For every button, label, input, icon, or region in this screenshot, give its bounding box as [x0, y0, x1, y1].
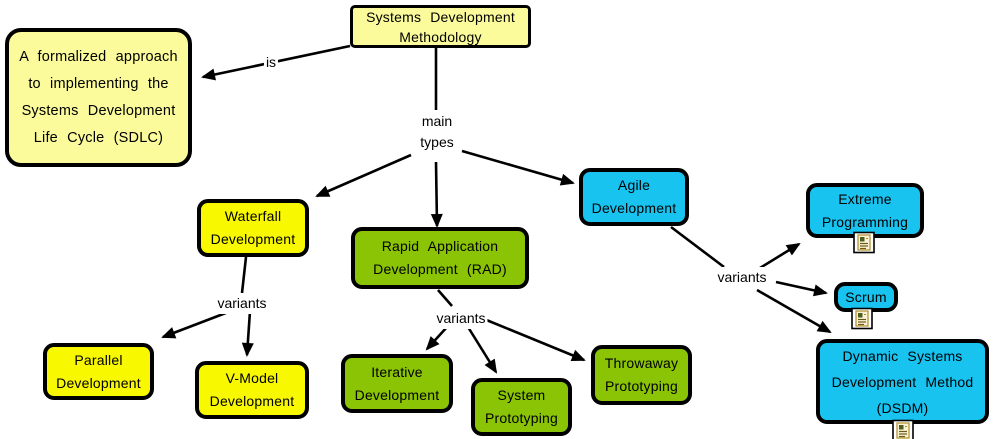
linking-phrase-is[interactable]: is — [263, 52, 279, 73]
node-agile-development[interactable]: Agile Development — [579, 168, 689, 226]
arrow-variants-to-vmodel — [241, 310, 254, 357]
node-rapid-application-development[interactable]: Rapid Application Development (RAD) — [351, 227, 529, 289]
node-systems-development-methodology[interactable]: Systems Development Methodology — [350, 5, 531, 48]
node-throwaway-prototyping[interactable]: Throwaway Prototyping — [591, 345, 692, 405]
line-agile-to-variants — [670, 225, 725, 269]
resource-icon[interactable] — [851, 307, 873, 330]
resource-icon[interactable] — [853, 231, 875, 254]
document-icon — [853, 231, 875, 254]
node-dynamic-systems-development-method[interactable]: Dynamic Systems Development Method (DSDM… — [816, 339, 989, 424]
line-waterfall-to-variants — [240, 256, 248, 294]
arrow-variants-to-iterative — [425, 326, 448, 351]
arrow-variants-to-scrum — [775, 280, 828, 297]
node-waterfall-development[interactable]: Waterfall Development — [197, 199, 309, 257]
document-icon — [892, 419, 914, 439]
node-extreme-programming[interactable]: Extreme Programming — [806, 183, 924, 238]
arrow-variants-to-dsdm — [756, 288, 832, 334]
document-icon — [851, 307, 873, 330]
node-v-model-development[interactable]: V-Model Development — [195, 361, 309, 419]
node-scrum[interactable]: Scrum — [834, 282, 898, 312]
arrow-variants-to-xp — [759, 242, 801, 270]
linking-phrase-agile-variants[interactable]: variants — [715, 267, 769, 288]
arrow-maintypes-to-waterfall — [315, 153, 412, 198]
arrow-maintypes-to-rad — [430, 161, 443, 228]
arrow-variants-to-throwaway — [483, 317, 586, 362]
node-sdlc-definition[interactable]: A formalized approach to implementing th… — [5, 28, 192, 167]
arrow-variants-to-system-prototyping — [466, 326, 498, 374]
node-system-prototyping[interactable]: System Prototyping — [471, 378, 572, 436]
linking-phrase-rad-variants[interactable]: variants — [434, 308, 488, 329]
node-parallel-development[interactable]: Parallel Development — [43, 343, 154, 400]
line-rad-to-variants — [437, 289, 453, 307]
resource-icon[interactable] — [892, 419, 914, 439]
linking-phrase-waterfall-variants[interactable]: variants — [215, 293, 269, 314]
node-iterative-development[interactable]: Iterative Development — [341, 354, 453, 413]
arrow-maintypes-to-agile — [461, 149, 575, 186]
arrow-variants-to-parallel — [161, 309, 232, 339]
linking-phrase-main-types[interactable]: main types — [420, 113, 454, 150]
